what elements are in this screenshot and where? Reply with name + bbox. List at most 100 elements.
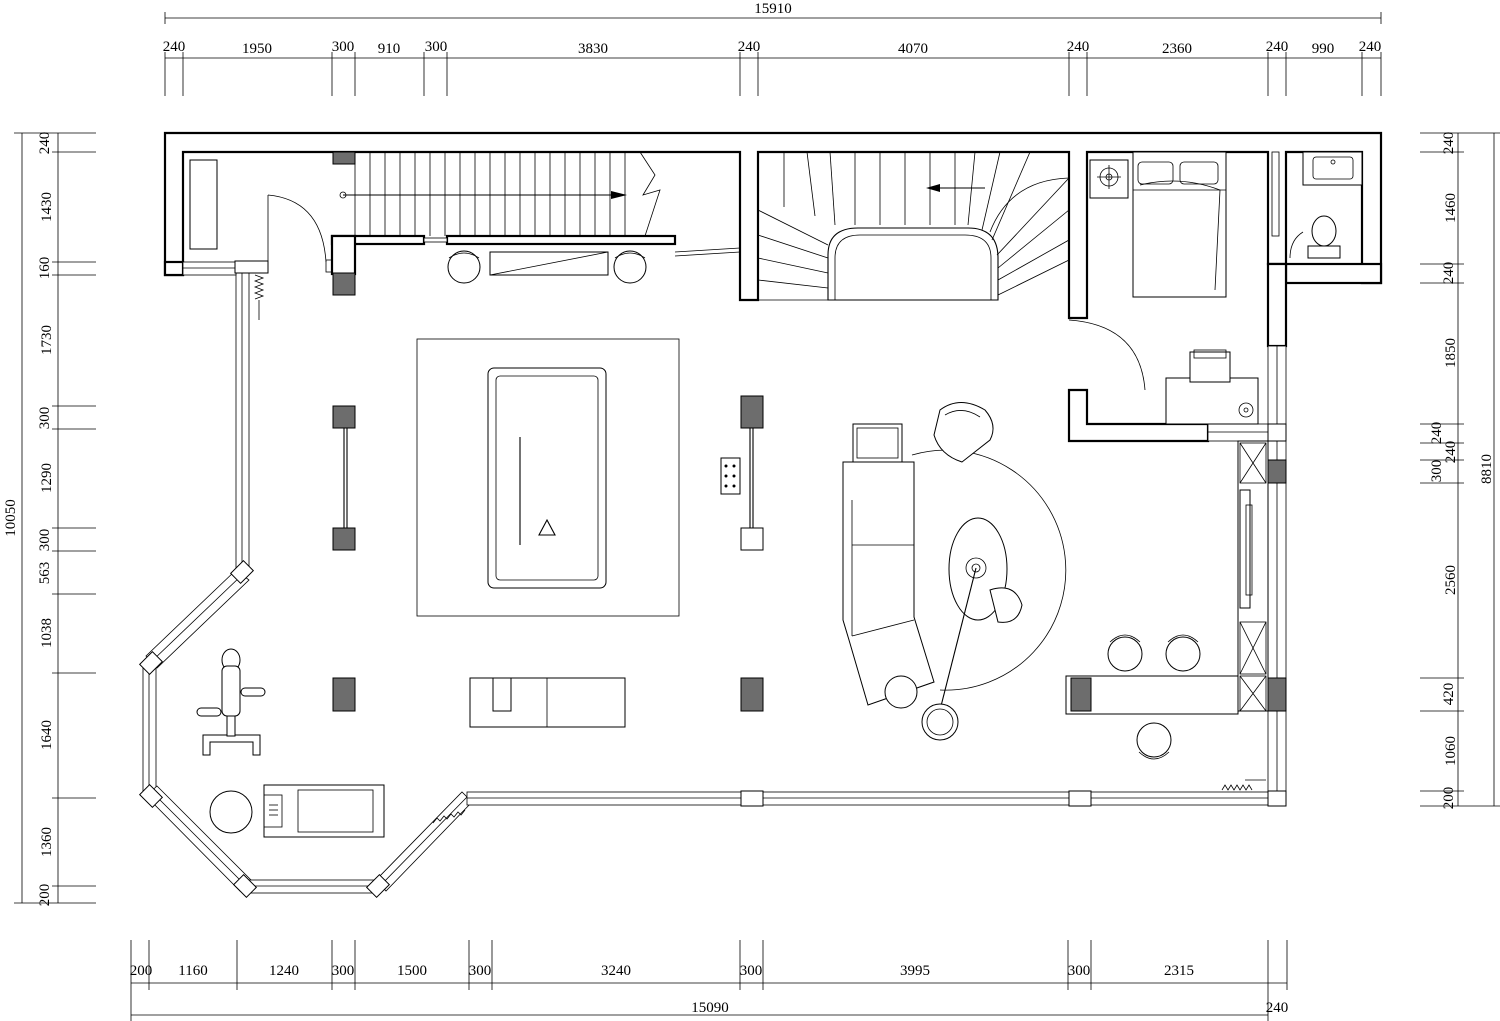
- stool-right: [613, 250, 647, 284]
- bedroom-door-swing: [1068, 319, 1146, 391]
- left-dim-8: 563: [37, 562, 53, 585]
- billiard-table: [487, 367, 607, 589]
- curtain-icon-3: [1221, 784, 1253, 791]
- window-bottom: [244, 879, 381, 894]
- bottom-dim-10: 300: [1068, 963, 1091, 979]
- bottom-dim-2: 1160: [178, 963, 207, 979]
- left-stub-wall: [163, 260, 185, 277]
- top-dim-2: 1950: [242, 41, 272, 57]
- bottom-ticks: [130, 940, 1288, 1021]
- curtain-icon-2: [432, 809, 466, 824]
- right-dim-6: 240: [1443, 441, 1459, 464]
- column: [332, 272, 356, 296]
- top-dim-11: 240: [1266, 39, 1289, 55]
- columns: [332, 151, 1287, 807]
- top-dim-13: 240: [1359, 39, 1382, 55]
- top-dim-1: 240: [163, 39, 186, 55]
- bottom-dim-11: 2315: [1164, 963, 1194, 979]
- right-dim-1: 240: [1441, 132, 1457, 155]
- left-dim-3: 160: [37, 257, 53, 280]
- left-dim-7: 300: [37, 529, 53, 552]
- living-area: [842, 402, 1067, 741]
- toilet-tank: [1307, 245, 1341, 259]
- scoreboard: [720, 457, 741, 495]
- top-left-room: [189, 159, 333, 320]
- column: [740, 677, 764, 712]
- right-dim-11: 200: [1441, 787, 1457, 810]
- left-dimensions: 10050 240 1430 160 1730 300 1290 300 563…: [3, 132, 96, 907]
- right-dim-2: 1460: [1443, 193, 1459, 223]
- window-walls: [142, 151, 1287, 894]
- column: [1068, 790, 1092, 807]
- top-dim-12: 990: [1312, 41, 1335, 57]
- column: [740, 395, 764, 429]
- column: [740, 790, 764, 807]
- toilet-bowl: [1311, 215, 1337, 247]
- armchair: [933, 402, 994, 463]
- bottom-dim-8: 300: [740, 963, 763, 979]
- pouf: [989, 587, 1023, 623]
- stair-sideboard: [447, 247, 741, 284]
- ottoman: [884, 675, 918, 709]
- column: [332, 527, 356, 551]
- column: [332, 405, 356, 429]
- column: [332, 151, 356, 165]
- corner-post-6: [234, 260, 269, 274]
- bathroom-bottom-wall: [1284, 262, 1383, 285]
- window-corner-posts: [138, 260, 391, 899]
- top-overall-dim: 15910: [754, 1, 792, 17]
- right-dim-9: 420: [1441, 683, 1457, 706]
- wall-cabinet: [189, 159, 218, 250]
- column: [332, 677, 356, 712]
- corner-post-2: [138, 650, 164, 676]
- top-dim-4: 910: [378, 41, 401, 57]
- bedroom: [1068, 151, 1259, 425]
- corner-post-3: [138, 783, 164, 809]
- stair-rail-gap: [423, 237, 448, 243]
- corner-post-1: [229, 559, 255, 585]
- top-dim-3: 300: [332, 39, 355, 55]
- bottom-dim-9: 3995: [900, 963, 930, 979]
- right-overall-dim: 8810: [1479, 454, 1495, 484]
- sofa: [842, 461, 935, 706]
- stair-arrow-head: [611, 191, 627, 199]
- side-table: [852, 423, 903, 463]
- bar-area: [1065, 440, 1269, 791]
- window-top-left: [182, 261, 237, 276]
- right-dimensions: 8810 240 1460 240 1850 240 240 300 2560 …: [1420, 132, 1500, 810]
- top-dim-6: 3830: [578, 41, 608, 57]
- left-dim-12: 200: [37, 884, 53, 907]
- stair-core: [827, 227, 999, 301]
- stair-post: [330, 234, 357, 276]
- corner-post-5: [365, 873, 391, 899]
- left-dim-5: 300: [37, 407, 53, 430]
- right-dim-10: 1060: [1443, 736, 1459, 766]
- bed: [1132, 151, 1227, 298]
- bottom-dimensions: 200 1160 1240 300 1500 300 3240 300 3995…: [130, 940, 1288, 1021]
- exercise-ball: [209, 790, 253, 834]
- left-window: [235, 271, 250, 573]
- window-bottom-long: [466, 791, 1278, 806]
- top-dim-5: 300: [425, 39, 448, 55]
- bathroom: [1289, 151, 1363, 259]
- weight-machine: [196, 648, 266, 756]
- top-dimensions: 15910 240 1950 300 910 300 3830 240 4070…: [163, 1, 1382, 96]
- window-bath-side: [1271, 151, 1280, 237]
- treadmill: [263, 784, 385, 838]
- top-dim-7: 240: [738, 39, 761, 55]
- left-overall-dim: 10050: [3, 499, 19, 537]
- bottom-dim-1: 200: [130, 963, 153, 979]
- bottom-dim-7: 3240: [601, 963, 631, 979]
- curved-stair: [757, 151, 1070, 301]
- right-dim-8: 2560: [1443, 565, 1459, 595]
- stool-left: [447, 250, 481, 284]
- corner-post-4: [232, 873, 258, 899]
- window-left-lower: [142, 661, 157, 799]
- right-dim-5: 240: [1429, 422, 1445, 445]
- right-dim-7: 300: [1429, 460, 1445, 483]
- floor-lamp: [921, 703, 959, 741]
- left-dim-2: 1430: [39, 192, 55, 222]
- left-ticks: [14, 132, 96, 904]
- top-ticks: [164, 52, 1382, 96]
